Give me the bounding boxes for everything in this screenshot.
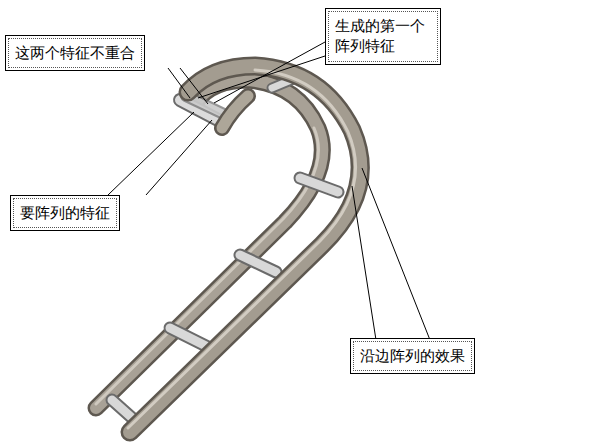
callout-box: 生成的第一个 阵列特征	[325, 8, 441, 65]
callout-text: 这两个特征不重合	[8, 38, 142, 68]
leader-lines	[108, 42, 430, 340]
callout-box: 要阵列的特征	[10, 195, 120, 231]
callout-text: 生成的第一个 阵列特征	[328, 11, 438, 62]
callout-box: 这两个特征不重合	[5, 35, 145, 71]
callout-box: 沿边阵列的效果	[350, 338, 475, 374]
callout-text: 要阵列的特征	[13, 198, 117, 228]
rails	[128, 66, 360, 432]
callout-text: 沿边阵列的效果	[353, 341, 472, 371]
